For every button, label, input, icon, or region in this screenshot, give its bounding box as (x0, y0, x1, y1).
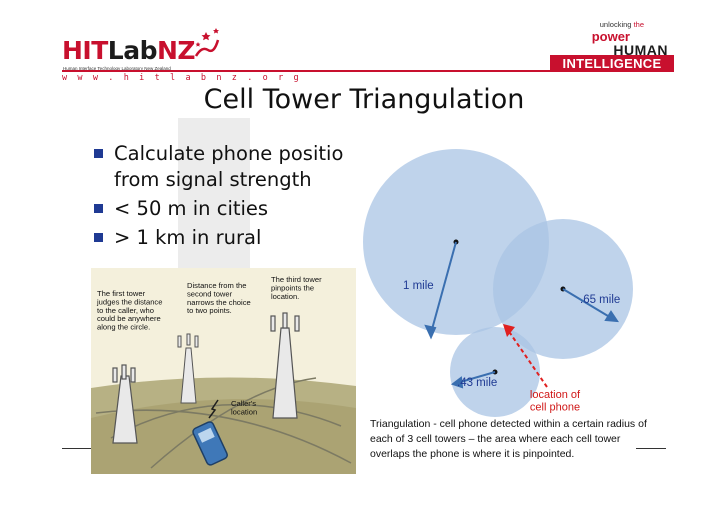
bullet-list: Calculate phone positio from signal stre… (94, 141, 354, 254)
logo-lab: Lab (108, 36, 157, 65)
logo-mark-icon (192, 26, 222, 66)
bullet-item: Calculate phone positio from signal stre… (94, 141, 354, 193)
logo-nz: NZ (157, 36, 195, 65)
distance-label-2: .65 mile (580, 294, 620, 306)
logo-url: w w w . h i t l a b n z . o r g (62, 73, 301, 83)
distance-label-3: .43 mile (457, 377, 497, 389)
unlocking-logo: unlocking the power HUMAN INTELLIGENCE (548, 20, 674, 72)
bullet-item: < 50 m in cities (94, 196, 354, 222)
diagram-caption: Triangulation - cell phone detected with… (370, 417, 660, 462)
arrowhead-icon (426, 326, 435, 337)
distance-label-1: 1 mile (403, 280, 434, 292)
hitlabnz-logo: HITLabNZ Human Interface Technology Labo… (62, 22, 222, 76)
tagline-line1: unlocking the (600, 20, 644, 29)
logo-hit: HIT (62, 36, 108, 65)
footer-rule-left (62, 448, 92, 449)
logo-wordmark: HITLabNZ (62, 38, 195, 63)
header-rule (62, 70, 667, 72)
bullet-item: > 1 km in rural (94, 225, 354, 251)
slide-title: Cell Tower Triangulation (0, 84, 728, 115)
